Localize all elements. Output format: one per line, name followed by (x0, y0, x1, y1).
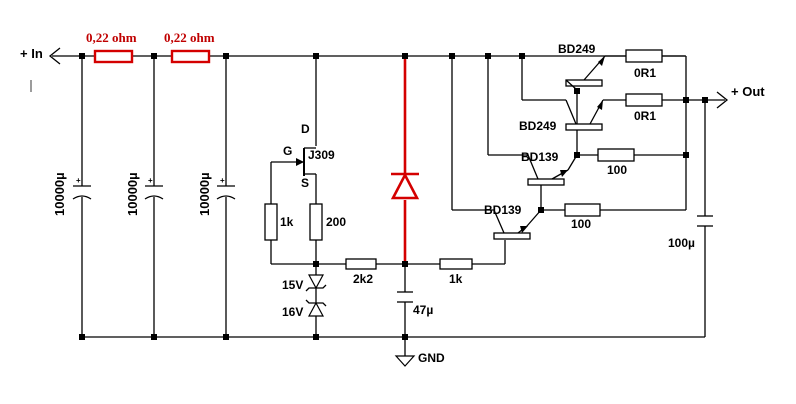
capacitor-3-icon: + (216, 176, 236, 200)
capacitor-1-icon: + (72, 176, 92, 200)
label-z-15v: 15V (282, 278, 303, 292)
label-out: + Out (731, 84, 765, 99)
label-cap-100: 100µ (668, 236, 695, 250)
label-jfet: J309 (308, 148, 335, 162)
resistor-2k2 (345, 258, 377, 270)
labels: + In + Out GND 0,22 ohm 0,22 ohm 10000µ … (20, 30, 765, 365)
label-r-100-upper: 100 (607, 163, 627, 177)
resistor-100-lower (564, 203, 601, 217)
red-highlight (93, 49, 420, 264)
svg-text:+: + (220, 176, 225, 185)
label-bd249-mid: BD249 (519, 119, 557, 133)
label-r-200: 200 (326, 215, 346, 229)
label-bd249-top: BD249 (558, 42, 596, 56)
svg-text:+: + (148, 176, 153, 185)
label-cap-2: 10000µ (125, 172, 140, 216)
label-r-1k-gate: 1k (280, 215, 294, 229)
resistor-in-1 (93, 49, 134, 64)
capacitor-47u-icon (397, 291, 413, 303)
label-r-in-1: 0,22 ohm (86, 30, 137, 45)
label-cap-47: 47µ (413, 303, 433, 317)
resistor-200 (309, 203, 323, 241)
resistor-in-2 (170, 49, 211, 64)
capacitors: + + + (72, 176, 713, 303)
label-z-16v: 16V (282, 305, 303, 319)
capacitor-100u-icon (697, 215, 713, 227)
label-gnd: GND (418, 351, 445, 365)
label-jfet-d: D (301, 122, 310, 136)
label-cap-3: 10000µ (197, 172, 212, 216)
label-r-2k2: 2k2 (353, 272, 373, 286)
transistor-bd249-mid-icon (565, 99, 604, 131)
red-diode-icon (390, 172, 420, 200)
transistor-bd139-upper-icon (527, 154, 569, 186)
svg-text:+: + (76, 176, 81, 185)
label-bd139-upper: BD139 (521, 150, 559, 164)
jfet-j309-icon (296, 147, 316, 176)
resistors (264, 49, 663, 270)
resistor-0r1-mid (625, 93, 663, 107)
resistor-0r1-top (625, 49, 663, 63)
input-terminal-icon (48, 47, 61, 65)
zener-16v-icon (305, 299, 327, 317)
label-r-0r1-top: 0R1 (634, 66, 656, 80)
transistor-bd249-top-icon (565, 55, 606, 91)
wires (52, 55, 725, 356)
label-r-0r1-mid: 0R1 (634, 109, 656, 123)
capacitor-2-icon: + (144, 176, 164, 200)
junction-dots (79, 53, 708, 340)
resistor-100-upper (597, 148, 635, 162)
label-jfet-g: G (283, 144, 292, 158)
label-r-100-lower: 100 (571, 217, 591, 231)
resistor-1k-gate (264, 203, 278, 241)
label-r-1k-base: 1k (449, 272, 463, 286)
resistor-1k-base (439, 258, 473, 270)
label-r-in-2: 0,22 ohm (164, 30, 215, 45)
label-bd139-lower: BD139 (484, 203, 522, 217)
ground-icon (394, 355, 416, 367)
label-jfet-s: S (301, 176, 309, 190)
zener-diodes (305, 274, 327, 320)
label-cap-1: 10000µ (52, 172, 67, 216)
transistor-bd139-lower-icon (493, 209, 531, 240)
label-in: + In (20, 46, 43, 61)
output-terminal-icon (716, 91, 729, 109)
